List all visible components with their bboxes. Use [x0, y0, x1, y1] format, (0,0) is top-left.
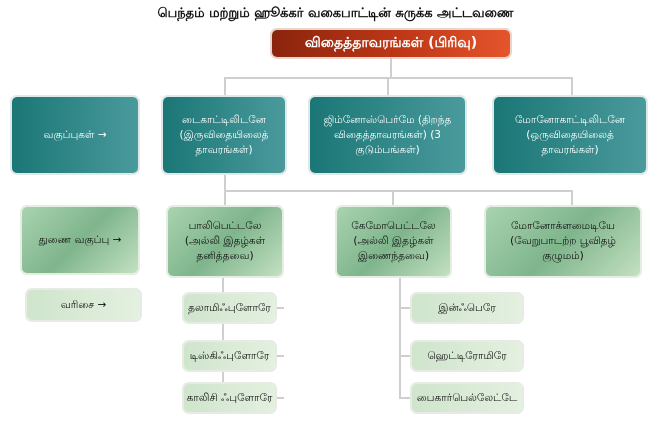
connector — [399, 355, 412, 357]
row-label-subclass: துணை வகுப்பு → — [22, 207, 138, 273]
connector — [222, 276, 224, 399]
connector — [399, 276, 401, 399]
class-gymnospermae: ஜிம்னோஸ்பெர்மே (திறந்த விதைத்தாவரங்கள்) … — [310, 97, 465, 173]
series-thalamiflorae: தலாமிஃபுளோரே — [184, 294, 275, 322]
series-calyciflorae: காலிசி ஃபுளோரே — [184, 384, 275, 412]
root-node-seed-plants: விதைத்தாவரங்கள் (பிரிவு) — [272, 30, 510, 57]
connector — [390, 57, 392, 78]
connector — [392, 190, 394, 207]
series-heteromerae: ஹெட்டிரோமிரே — [412, 342, 522, 370]
subclass-polypetalae: பாலிபெட்டலே (அல்லி இதழ்கள் தனித்தவை) — [168, 207, 282, 276]
connector — [224, 77, 573, 79]
class-dicotyledonae: டைகாட்டிலிடனே (இருவிதையிலைத் தாவரங்கள்) — [163, 97, 285, 173]
series-inferae: இன்ஃபெரே — [412, 294, 522, 322]
row-label-series: வரிசை → — [27, 290, 140, 320]
connector — [224, 77, 226, 97]
connector — [571, 77, 573, 97]
connector — [571, 190, 573, 207]
class-monocotyledonae: மோனோகாட்டிலிடனே (ஒருவிதையிலைத் தாவரங்கள்… — [494, 97, 646, 173]
series-bicarpellatae: பைகார்பெல்லேட்டே — [412, 384, 522, 412]
diagram-title: பெந்தம் மற்றும் ஹூக்கர் வகைபாட்டின் சுரு… — [157, 6, 514, 21]
connector — [387, 77, 389, 97]
subclass-monochlamydeae: மோனோக்ளமைடியே (வேறுபாடற்ற பூவிதழ் குழுமம… — [486, 207, 640, 276]
row-label-classes: வகுப்புகள் → — [12, 97, 138, 173]
connector — [399, 307, 412, 309]
series-disciflorae: டிஸ்கிஃபுளோரே — [184, 342, 275, 370]
connector — [399, 397, 412, 399]
subclass-gamopetalae: கேமோபெட்டலே (அல்லி இதழ்கள் இணைந்தவை) — [337, 207, 450, 276]
connector — [224, 190, 573, 192]
